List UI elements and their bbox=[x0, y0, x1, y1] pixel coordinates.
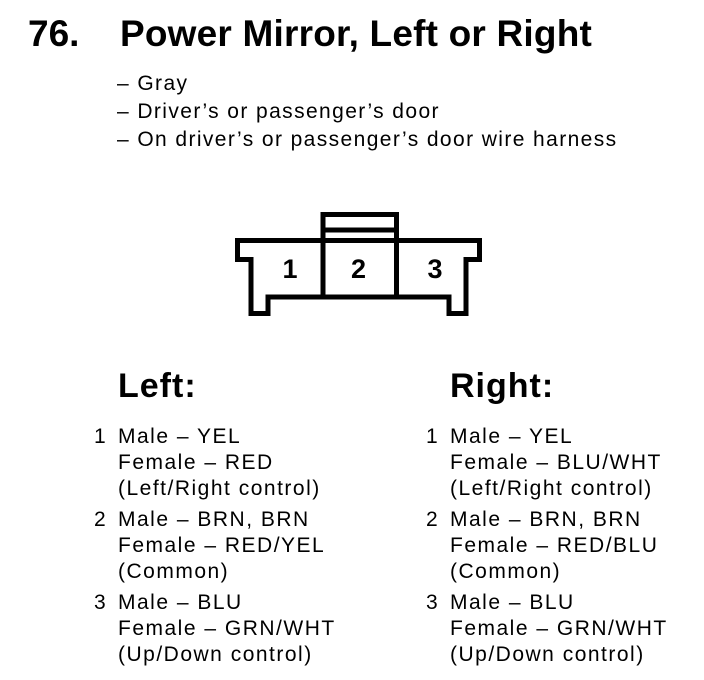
pin-description: Male – BRN, BRN Female – RED/YEL (Common… bbox=[118, 507, 325, 585]
pin-description: Male – YEL Female – RED (Left/Right cont… bbox=[118, 424, 321, 502]
pin-number: 2 bbox=[94, 508, 108, 531]
connector-details: – Gray – Driver’s or passenger’s door – … bbox=[117, 70, 618, 154]
connector-pin-3-label: 3 bbox=[427, 254, 442, 284]
right-column-heading: Right: bbox=[450, 367, 555, 405]
list-item: 2 Male – BRN, BRN Female – RED/BLU (Comm… bbox=[426, 507, 704, 585]
pin-wire-male: Male – YEL bbox=[450, 425, 574, 448]
pin-wire-female: Female – GRN/WHT bbox=[118, 617, 336, 640]
connector-pin-1-label: 1 bbox=[282, 254, 297, 284]
pin-wire-female: Female – RED/YEL bbox=[118, 534, 326, 557]
pin-wire-male: Male – YEL bbox=[118, 425, 242, 448]
pin-function: (Common) bbox=[450, 560, 562, 583]
pin-number: 2 bbox=[426, 508, 440, 531]
pin-description: Male – BRN, BRN Female – RED/BLU (Common… bbox=[450, 507, 658, 585]
pin-wire-male: Male – BLU bbox=[118, 591, 243, 614]
pin-function: (Common) bbox=[118, 560, 230, 583]
pin-number: 1 bbox=[94, 425, 108, 448]
pin-number: 1 bbox=[426, 425, 440, 448]
pin-wire-male: Male – BRN, BRN bbox=[118, 508, 310, 531]
list-item: 1 Male – YEL Female – BLU/WHT (Left/Righ… bbox=[426, 424, 704, 502]
left-pinout-list: 1 Male – YEL Female – RED (Left/Right co… bbox=[94, 424, 404, 673]
pin-wire-female: Female – RED bbox=[118, 451, 274, 474]
page-title: Power Mirror, Left or Right bbox=[120, 13, 593, 54]
pin-description: Male – BLU Female – GRN/WHT (Up/Down con… bbox=[450, 590, 668, 668]
pin-wire-male: Male – BRN, BRN bbox=[450, 508, 642, 531]
pin-number: 3 bbox=[426, 591, 440, 614]
detail-line-color: – Gray bbox=[117, 72, 189, 95]
list-item: 3 Male – BLU Female – GRN/WHT (Up/Down c… bbox=[94, 590, 404, 668]
list-item: 2 Male – BRN, BRN Female – RED/YEL (Comm… bbox=[94, 507, 404, 585]
pin-function: (Left/Right control) bbox=[450, 477, 653, 500]
pin-function: (Left/Right control) bbox=[118, 477, 321, 500]
detail-line-harness: – On driver’s or passenger’s door wire h… bbox=[117, 128, 618, 151]
list-item: 3 Male – BLU Female – GRN/WHT (Up/Down c… bbox=[426, 590, 704, 668]
pin-description: Male – BLU Female – GRN/WHT (Up/Down con… bbox=[118, 590, 336, 668]
connector-housing bbox=[235, 238, 482, 316]
pin-description: Male – YEL Female – BLU/WHT (Left/Right … bbox=[450, 424, 662, 502]
connector-pin-2-label: 2 bbox=[351, 254, 366, 284]
pin-wire-female: Female – GRN/WHT bbox=[450, 617, 668, 640]
right-pinout-list: 1 Male – YEL Female – BLU/WHT (Left/Righ… bbox=[426, 424, 704, 673]
pin-wire-female: Female – BLU/WHT bbox=[450, 451, 662, 474]
connector-diagram: 1 2 3 bbox=[235, 212, 482, 316]
pin-wire-male: Male – BLU bbox=[450, 591, 575, 614]
item-number: 76. bbox=[28, 13, 80, 54]
pin-function: (Up/Down control) bbox=[118, 643, 313, 666]
pin-wire-female: Female – RED/BLU bbox=[450, 534, 659, 557]
detail-line-location: – Driver’s or passenger’s door bbox=[117, 100, 440, 123]
pin-function: (Up/Down control) bbox=[450, 643, 645, 666]
list-item: 1 Male – YEL Female – RED (Left/Right co… bbox=[94, 424, 404, 502]
left-column-heading: Left: bbox=[118, 367, 197, 405]
pin-number: 3 bbox=[94, 591, 108, 614]
